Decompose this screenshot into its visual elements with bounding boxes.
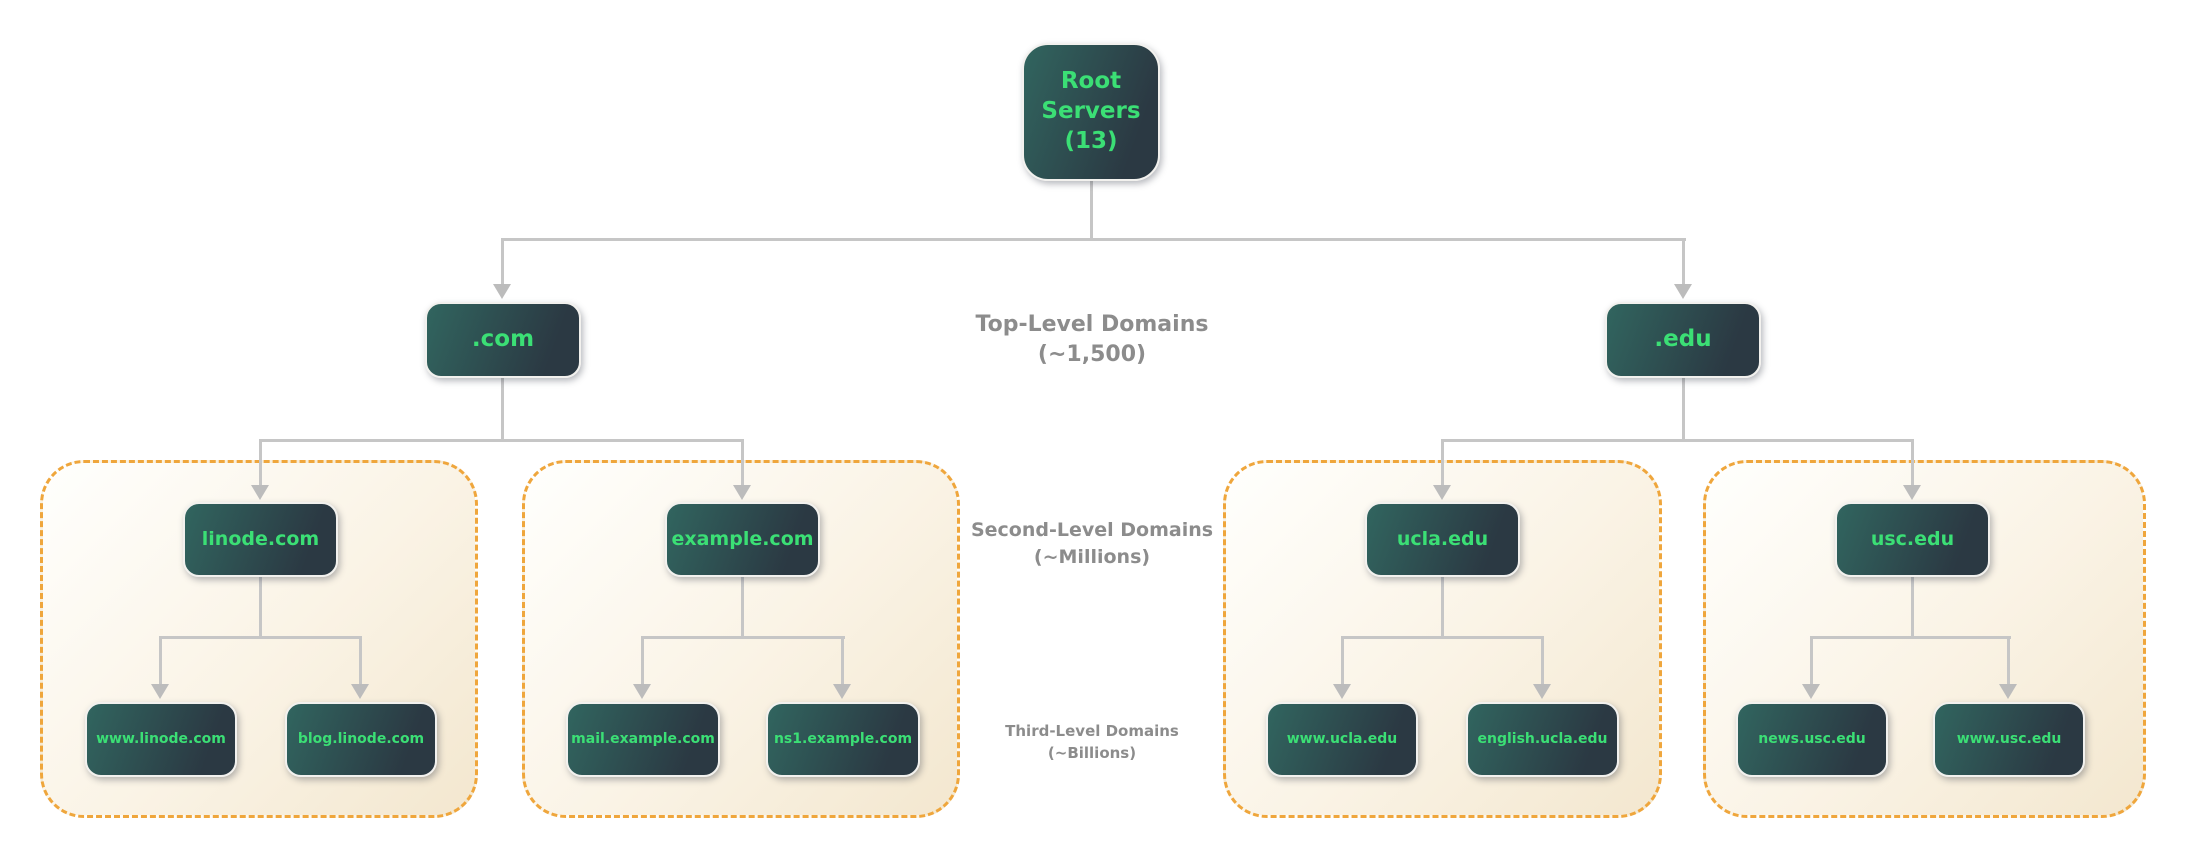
label-top-level-domains-count: (~1,500) [1037,341,1147,367]
connector-linode-stem [259,577,262,638]
connector-ucla-stem [1441,577,1444,638]
node-news-usc-edu: news.usc.edu [1736,702,1888,777]
node-ns1-example-com: ns1.example.com [766,702,920,777]
connector-usc-stem [1911,577,1914,638]
label-second-level-domains-count: (~Millions) [1033,545,1151,568]
connector-tld-bus [501,238,1686,241]
arrowhead-www-ucla-icon [1333,684,1351,699]
connector-example-stem [741,577,744,638]
connector-linode-drop [259,439,262,485]
arrowhead-english-ucla-icon [1533,684,1551,699]
arrowhead-ns1-example-icon [833,684,851,699]
arrowhead-www-linode-icon [151,684,169,699]
connector-com-drop [501,238,504,284]
connector-edu-drop [1682,238,1685,284]
connector-com-bus [259,439,744,442]
arrowhead-www-usc-icon [1999,684,2017,699]
connector-linode-bus [159,636,362,639]
connector-edu-bus [1441,439,1913,442]
node-www-linode-com: www.linode.com [85,702,237,777]
connector-ucla-drop [1441,439,1444,485]
connector-news-usc-drop [1810,636,1813,684]
label-third-level-domains-title: Third-Level Domains [1005,722,1179,740]
connector-mail-example-drop [641,636,644,684]
node-example-com: example.com [665,502,820,577]
node-tld-com: .com [425,302,581,378]
node-www-usc-edu: www.usc.edu [1933,702,2085,777]
node-www-ucla-edu: www.ucla.edu [1266,702,1418,777]
arrowhead-usc-icon [1903,485,1921,500]
node-mail-example-com: mail.example.com [566,702,720,777]
arrowhead-ucla-icon [1433,485,1451,500]
arrowhead-linode-icon [251,485,269,500]
arrowhead-example-icon [733,485,751,500]
connector-www-ucla-drop [1341,636,1344,684]
label-third-level-domains: Third-Level Domains (~Billions) [942,721,1242,765]
connector-root-stem [1090,181,1093,238]
label-third-level-domains-count: (~Billions) [1047,743,1137,762]
connector-edu-stem [1682,378,1685,441]
label-top-level-domains-title: Top-Level Domains [975,312,1209,337]
arrowhead-news-usc-icon [1802,684,1820,699]
node-usc-edu: usc.edu [1835,502,1990,577]
connector-usc-bus [1810,636,2011,639]
node-english-ucla-edu: english.ucla.edu [1466,702,1619,777]
label-second-level-domains: Second-Level Domains (~Millions) [917,517,1267,570]
node-blog-linode-com: blog.linode.com [285,702,437,777]
connector-english-ucla-drop [1541,636,1544,684]
node-root-servers: Root Servers (13) [1022,43,1160,181]
connector-ns1-example-drop [841,636,844,684]
connector-example-drop [741,439,744,485]
label-second-level-domains-title: Second-Level Domains [970,519,1214,541]
connector-ucla-bus [1341,636,1544,639]
connector-www-linode-drop [159,636,162,684]
arrowhead-edu-icon [1674,284,1692,299]
connector-usc-drop [1911,439,1914,485]
connector-com-stem [501,378,504,441]
arrowhead-blog-linode-icon [351,684,369,699]
node-linode-com: linode.com [183,502,338,577]
connector-www-usc-drop [2007,636,2010,684]
connector-blog-linode-drop [359,636,362,684]
node-ucla-edu: ucla.edu [1365,502,1520,577]
arrowhead-mail-example-icon [633,684,651,699]
node-tld-edu: .edu [1605,302,1761,378]
label-top-level-domains: Top-Level Domains (~1,500) [892,310,1292,369]
arrowhead-com-icon [493,284,511,299]
connector-example-bus [641,636,845,639]
